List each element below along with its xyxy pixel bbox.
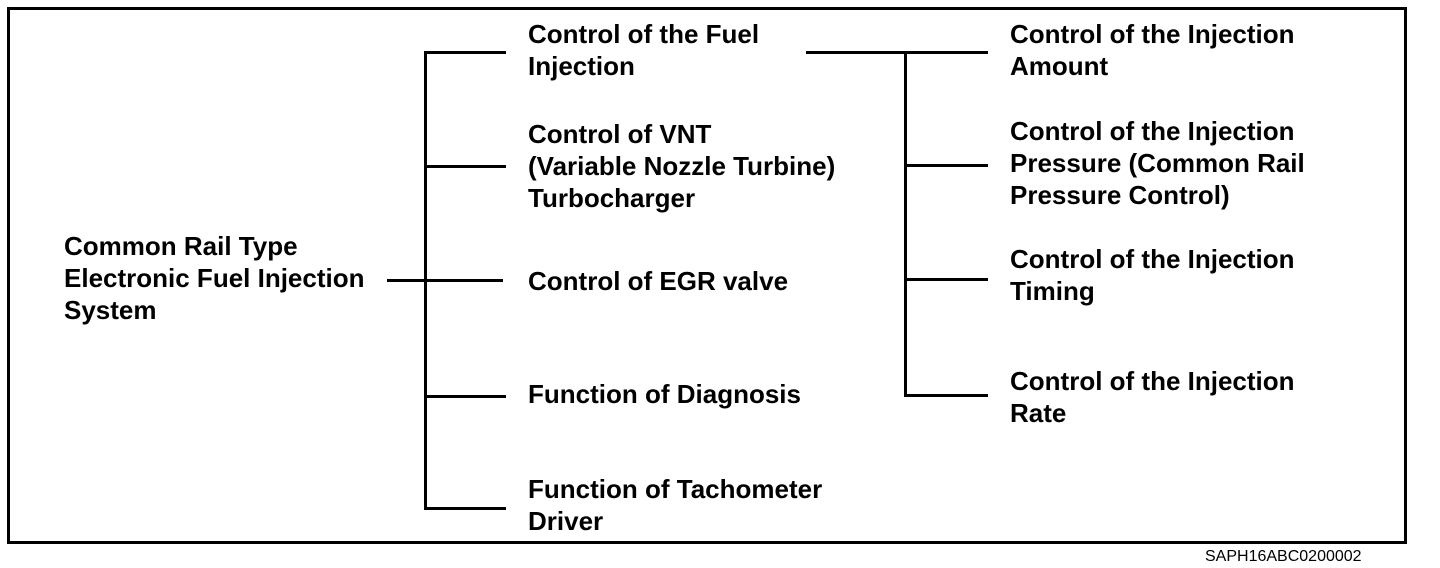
node-control-fuel-injection: Control of the Fuel Injection (528, 19, 760, 81)
branch-line-tachometer-driver (424, 507, 506, 510)
node-control-injection-amount: Control of the Injection Amount (1010, 19, 1295, 81)
level2-trunk-line (904, 51, 907, 397)
connector-fuel-injection-to-subtrunk-line (806, 51, 907, 54)
node-function-tachometer-driver: Function of Tachometer Driver (528, 474, 823, 536)
node-control-injection-timing: Control of the Injection Timing (1010, 244, 1295, 306)
branch-line-injection-pressure (904, 164, 988, 167)
branch-line-injection-rate (904, 394, 988, 397)
branch-line-vnt-turbocharger (424, 165, 506, 168)
figure-border (7, 7, 1407, 544)
node-control-egr-valve: Control of EGR valve (528, 266, 789, 296)
branch-line-fuel-injection (424, 51, 506, 54)
node-control-vnt-turbocharger: Control of VNT (Variable Nozzle Turbine)… (528, 119, 836, 213)
branch-line-diagnosis (424, 395, 506, 398)
branch-line-injection-timing (904, 278, 988, 281)
connector-root-to-trunk-line (387, 279, 503, 282)
node-control-injection-rate: Control of the Injection Rate (1010, 366, 1295, 428)
figure-code-label: SAPH16ABC0200002 (1205, 548, 1362, 565)
node-root-common-rail-system: Common Rail Type Electronic Fuel Injecti… (64, 231, 365, 325)
node-function-diagnosis: Function of Diagnosis (528, 379, 801, 409)
branch-line-injection-amount (904, 51, 988, 54)
node-control-injection-pressure: Control of the Injection Pressure (Commo… (1010, 116, 1305, 210)
level1-trunk-line (424, 51, 427, 510)
